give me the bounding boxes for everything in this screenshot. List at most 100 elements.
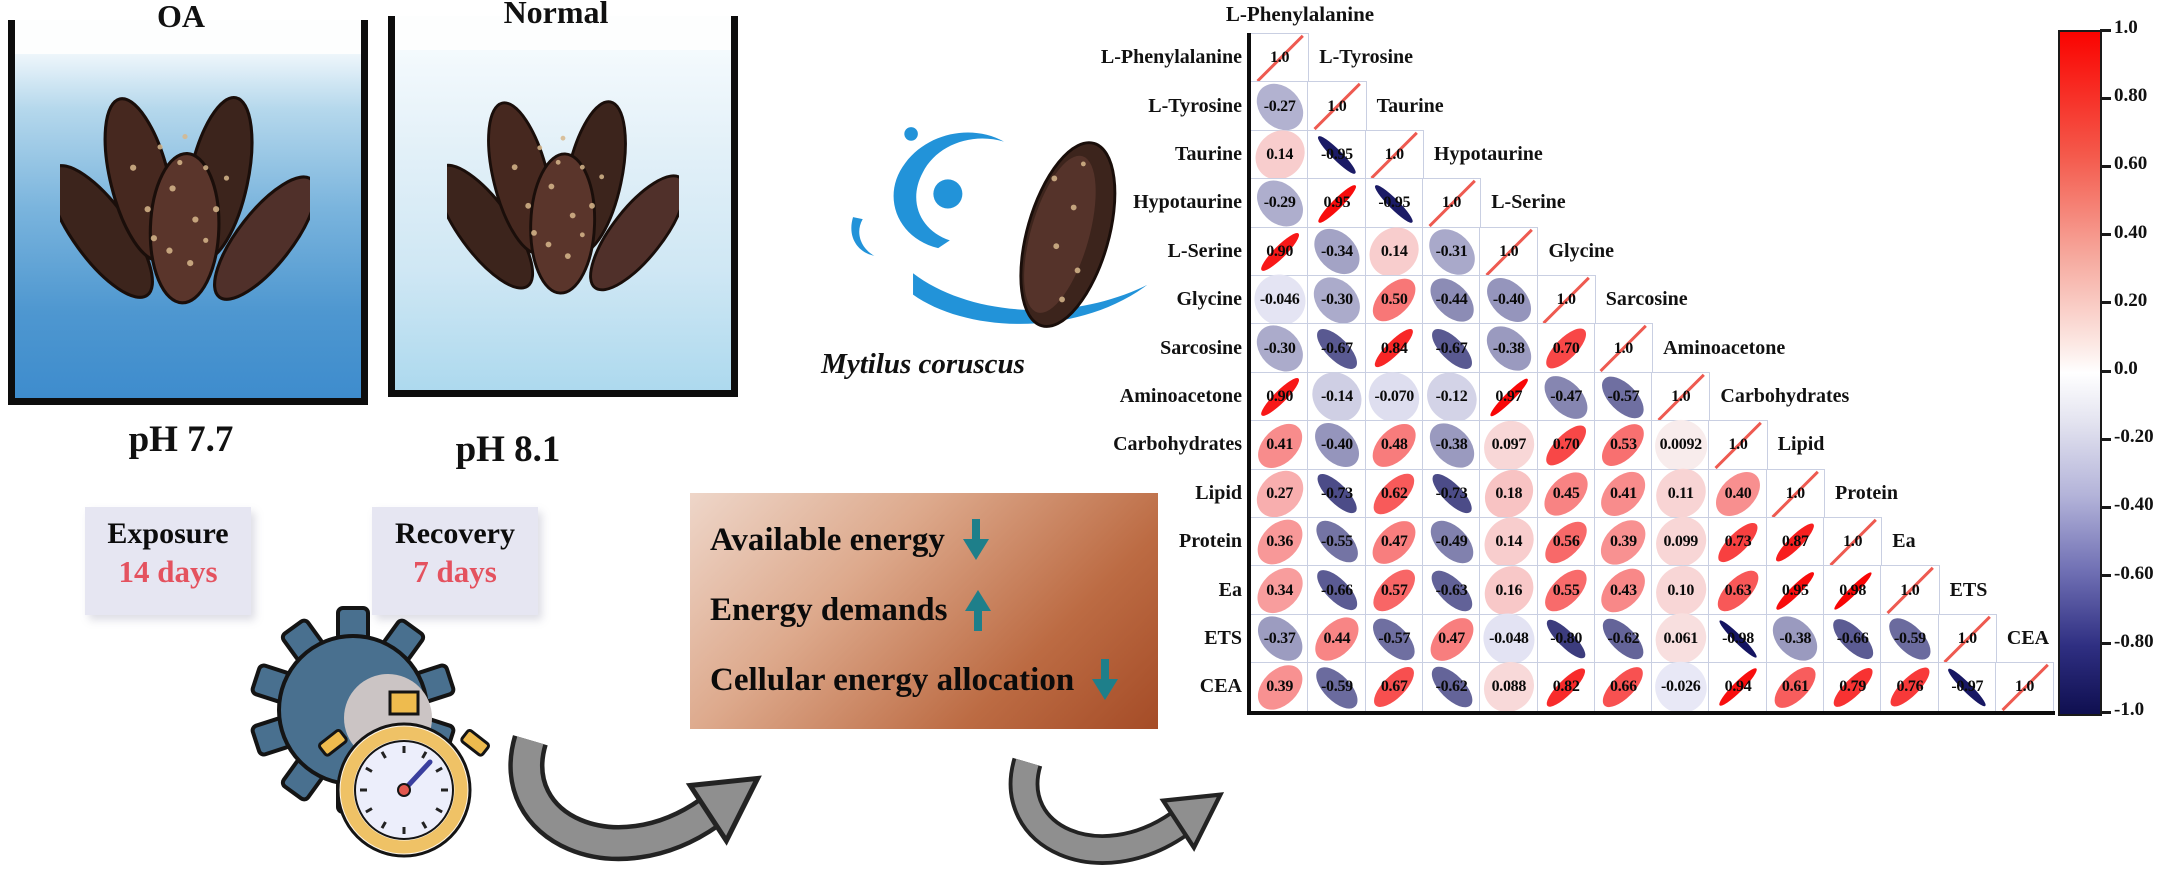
- correlation-value: 0.47: [1438, 629, 1465, 647]
- correlation-value: 0.061: [1663, 629, 1698, 647]
- mussel-cluster-oa: [60, 90, 310, 316]
- correlation-value: 0.40: [1724, 484, 1752, 502]
- matrix-cell: 0.70: [1536, 322, 1596, 375]
- matrix-cell: 0.44: [1307, 609, 1367, 669]
- correlation-value: 1.0: [1499, 242, 1519, 260]
- correlation-ellipse: [1310, 322, 1364, 375]
- energy-line-demands: Energy demands: [690, 575, 1158, 645]
- matrix-cell: 0.10: [1645, 555, 1716, 626]
- recovery-duration: 7 days: [413, 553, 497, 589]
- correlation-ellipse: [1644, 603, 1717, 675]
- correlation-value: 0.94: [1724, 678, 1752, 696]
- correlation-value: 0.82: [1552, 678, 1580, 696]
- correlation-ellipse: [1310, 564, 1364, 617]
- matrix-cell: 0.40: [1707, 463, 1769, 525]
- correlation-ellipse: [1359, 217, 1429, 287]
- correlation-value: -0.046: [1259, 291, 1300, 309]
- matrix-cell: 1.0: [1823, 517, 1883, 568]
- correlation-ellipse: [1425, 322, 1478, 375]
- matrix-diagonal-line: [1714, 421, 1762, 469]
- correlation-ellipse: [1419, 219, 1484, 284]
- matrix-cell: 1.0: [1937, 613, 1997, 665]
- colorbar-tick: [2100, 574, 2111, 578]
- correlation-value: -0.29: [1263, 194, 1296, 212]
- correlation-value: 0.55: [1552, 581, 1580, 599]
- matrix-cell: 0.87: [1765, 517, 1825, 568]
- matrix-cell: 0.63: [1708, 563, 1768, 618]
- matrix-diagonal-line: [1943, 615, 1991, 663]
- correlation-ellipse: [1426, 468, 1477, 520]
- correlation-ellipse: [1309, 659, 1365, 715]
- correlation-value: 0.95: [1323, 194, 1351, 212]
- matrix-cell: 1.0: [1880, 565, 1940, 616]
- correlation-value: -0.97: [1951, 678, 1984, 696]
- matrix-cell: 0.14: [1474, 507, 1544, 577]
- colorbar-tick-label: 0.20: [2114, 289, 2148, 311]
- tank-normal-ph-label: pH 8.1: [455, 429, 561, 470]
- matrix-diagonal-label: L-Tyrosine: [1319, 46, 1414, 69]
- correlation-value: 0.34: [1266, 581, 1294, 599]
- correlation-ellipse: [1474, 459, 1543, 528]
- recovery-box: Recovery 7 days: [372, 507, 538, 615]
- correlation-ellipse: [1364, 512, 1424, 572]
- matrix-cell: -0.38: [1420, 414, 1483, 477]
- correlation-value: 0.43: [1610, 581, 1637, 599]
- correlation-ellipse: [1644, 408, 1718, 483]
- correlation-ellipse: [1311, 468, 1363, 520]
- matrix-cell: 0.50: [1364, 271, 1424, 330]
- correlation-ellipse: [1307, 609, 1367, 669]
- matrix-diagonal-label: Aminoacetone: [1663, 336, 1786, 359]
- correlation-ellipse: [1882, 611, 1938, 667]
- correlation-ellipse: [1247, 74, 1313, 140]
- correlation-value: -0.12: [1435, 387, 1468, 405]
- tank-normal: [388, 16, 738, 397]
- tank-normal-title: Normal: [503, 0, 609, 30]
- matrix-cell: 0.16: [1474, 556, 1544, 625]
- matrix-diagonal-label: Glycine: [1548, 239, 1615, 262]
- matrix-diagonal-line: [1370, 131, 1418, 179]
- matrix-diagonal-label: Sarcosine: [1605, 288, 1688, 311]
- correlation-value: 1.0: [1728, 436, 1748, 454]
- correlation-ellipse: [1366, 611, 1422, 667]
- correlation-value: 0.44: [1323, 629, 1351, 647]
- correlation-ellipse: [1248, 608, 1311, 670]
- matrix-cell: -0.57: [1364, 611, 1424, 667]
- correlation-value: -0.63: [1435, 581, 1468, 599]
- correlation-ellipse: [1473, 651, 1545, 723]
- matrix-cell: 0.84: [1364, 323, 1424, 374]
- correlation-value: 0.099: [1663, 533, 1698, 551]
- correlation-value: -0.38: [1492, 339, 1525, 357]
- correlation-value: 0.45: [1552, 484, 1580, 502]
- matrix-cell: -0.34: [1305, 220, 1369, 284]
- matrix-cell: -0.62: [1593, 612, 1654, 666]
- correlation-ellipse: [1472, 602, 1545, 676]
- correlation-ellipse: [1597, 661, 1650, 714]
- matrix-cell: 0.53: [1593, 416, 1654, 474]
- matrix-diagonal-line: [1886, 567, 1934, 615]
- colorbar-tick-label: 1.0: [2114, 17, 2138, 38]
- correlation-ellipse: [1366, 562, 1422, 619]
- matrix-cell: 0.76: [1880, 662, 1940, 713]
- matrix-cell: 0.39: [1249, 656, 1311, 718]
- matrix-cell: 0.70: [1536, 419, 1596, 472]
- correlation-ellipse: [1592, 511, 1655, 573]
- correlation-ellipse: [1304, 268, 1369, 333]
- correlation-value: -0.30: [1263, 339, 1296, 357]
- correlation-ellipse: [1367, 466, 1422, 521]
- correlation-value: -0.30: [1321, 291, 1353, 309]
- trend-arrow: [962, 519, 989, 560]
- matrix-cell: -0.44: [1421, 270, 1482, 330]
- correlation-ellipse: [1247, 171, 1312, 236]
- correlation-value: -0.026: [1660, 678, 1701, 696]
- matrix-bottom-axis: [1247, 710, 2056, 715]
- matrix-cell: -0.66: [1823, 612, 1883, 666]
- correlation-ellipse: [1478, 317, 1540, 380]
- correlation-value: -0.73: [1321, 484, 1353, 502]
- matrix-cell: -0.57: [1593, 369, 1654, 425]
- matrix-cell: -0.27: [1247, 74, 1313, 140]
- correlation-value: 0.67: [1380, 678, 1408, 696]
- correlation-ellipse: [1368, 661, 1421, 714]
- matrix-cell: 0.90: [1250, 371, 1310, 423]
- correlation-ellipse: [1593, 560, 1654, 621]
- matrix-diagonal-label: ETS: [1949, 578, 1988, 601]
